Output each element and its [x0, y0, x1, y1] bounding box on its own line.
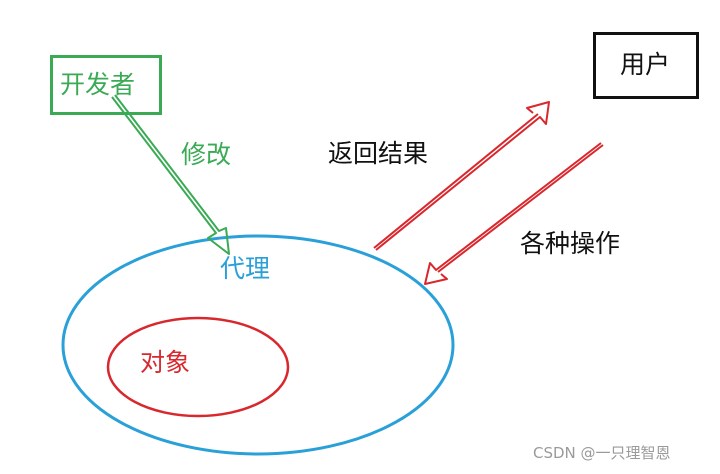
operations-arrow — [424, 142, 604, 285]
developer-box — [50, 55, 162, 115]
user-box — [593, 32, 699, 99]
return-result-arrow — [373, 101, 550, 251]
watermark: CSDN @一只理智恩 — [533, 444, 671, 462]
modify-label: 修改 — [181, 140, 232, 169]
return-result-label: 返回结果 — [328, 139, 429, 168]
proxy-label: 代理 — [220, 254, 271, 283]
object-label: 对象 — [140, 348, 191, 377]
user-label: 用户 — [620, 50, 671, 79]
proxy-ellipse — [61, 234, 455, 456]
developer-label: 开发者 — [60, 70, 136, 99]
object-ellipse — [106, 316, 290, 418]
modify-arrow — [111, 94, 230, 255]
operations-label: 各种操作 — [520, 229, 621, 258]
